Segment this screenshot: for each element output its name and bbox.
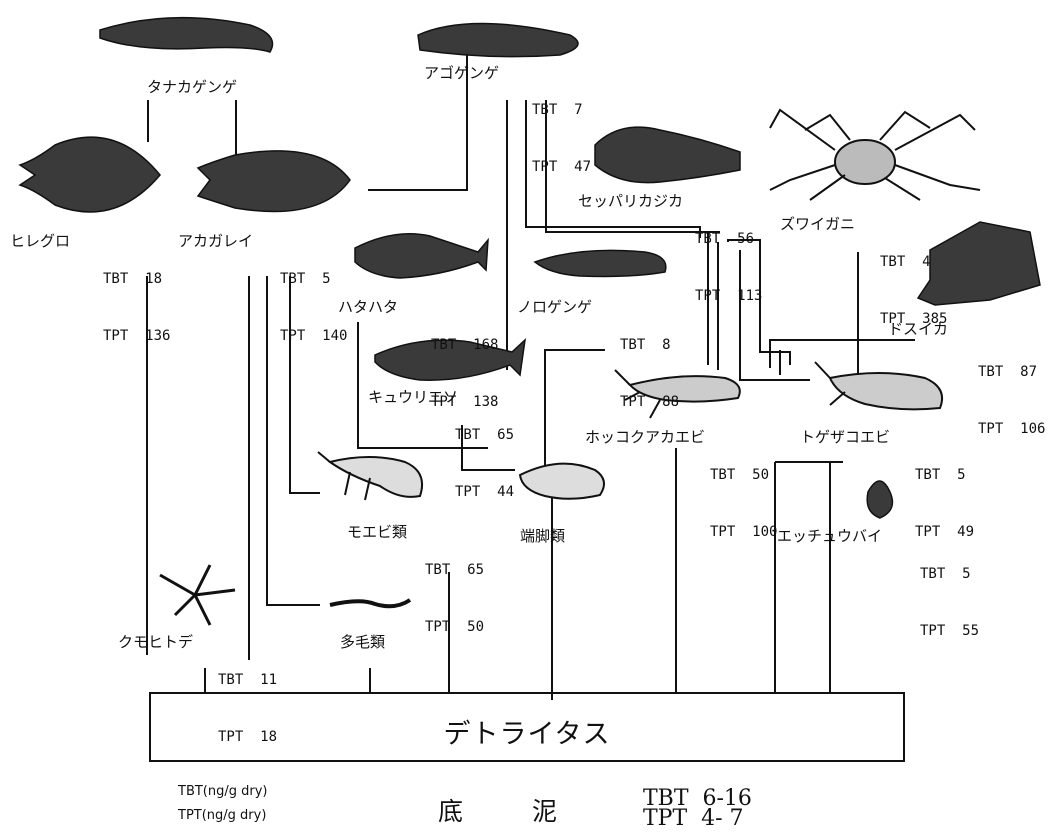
hatahata-tbt: TBT 168: [431, 336, 498, 355]
norogenge-values: TBT 8 TPT 88: [620, 298, 679, 431]
seppari-picture: [595, 127, 740, 182]
togezako-tbt: TBT 5: [915, 466, 974, 485]
dosuika-tbt: TBT 87: [978, 363, 1045, 382]
sediment-tpt: TPT 4- 7: [643, 808, 744, 830]
seppari-values: TBT 56 TPT 113: [695, 192, 762, 325]
kyuurieso-name: キュウリエソ: [368, 388, 458, 406]
kyuurieso-values: TBT 65 TPT 44: [455, 388, 514, 521]
kumohitode-tbt: TBT 11: [218, 671, 277, 690]
ecchuubai-picture: [867, 481, 892, 518]
sediment-label-2: 泥: [532, 792, 557, 828]
tamourui-name: 多毛類: [340, 633, 385, 651]
agogenge-picture: [418, 24, 578, 57]
agogenge-tbt: TBT 7: [532, 101, 591, 120]
seppari-tpt: TPT 113: [695, 287, 762, 306]
tanakagenge-name: タナカゲンゲ: [147, 78, 237, 96]
togezako-name: トゲザコエビ: [800, 428, 890, 446]
dosuika-tpt: TPT 106: [978, 420, 1045, 439]
norogenge-tbt: TBT 8: [620, 336, 679, 355]
tamourui-picture: [330, 600, 410, 606]
ecchuubai-tbt: TBT 5: [920, 565, 979, 584]
akagarei-tbt: TBT 5: [280, 270, 347, 289]
ecchuubai-values: TBT 5 TPT 55: [920, 527, 979, 660]
hiregure-name: ヒレグロ: [10, 232, 70, 250]
dosuika-name: ドスイカ: [888, 320, 948, 338]
norogenge-name: ノロゲンゲ: [517, 298, 592, 316]
kumohitode-picture: [160, 565, 235, 625]
kyakurui-picture: [520, 464, 604, 499]
norogenge-picture: [535, 250, 666, 276]
hokkoku-values: TBT 50 TPT 100: [710, 428, 777, 561]
kyakurui-name: 端脚類: [520, 527, 565, 545]
legend-tbt-unit: TBT(ng/g dry): [178, 784, 268, 799]
akagarei-picture: [198, 151, 350, 212]
akagarei-tpt: TPT 140: [280, 327, 347, 346]
hokkoku-name: ホッコクアカエビ: [585, 428, 705, 446]
hiregure-picture: [20, 137, 160, 212]
norogenge-tpt: TPT 88: [620, 393, 679, 412]
ecchuubai-tpt: TPT 55: [920, 622, 979, 641]
akagarei-name: アカガレイ: [178, 232, 253, 250]
zuwaigani-tbt: TBT 4: [880, 253, 947, 272]
zuwaigani-picture: [770, 110, 980, 200]
zuwaigani-name: ズワイガニ: [780, 215, 855, 233]
kyuurieso-tbt: TBT 65: [455, 426, 514, 445]
dosuika-values: TBT 87 TPT 106: [978, 325, 1045, 458]
kyuurieso-tpt: TPT 44: [455, 483, 514, 502]
hokkoku-tpt: TPT 100: [710, 523, 777, 542]
seppari-tbt: TBT 56: [695, 230, 762, 249]
ecchuubai-name: エッチュウバイ: [777, 527, 882, 545]
moebi-tbt: TBT 65: [425, 561, 484, 580]
togezako-picture: [815, 362, 942, 409]
hokkoku-tbt: TBT 50: [710, 466, 777, 485]
moebi-picture: [318, 452, 422, 500]
hiregure-tbt: TBT 18: [103, 270, 170, 289]
seppari-name: セッパリカジカ: [578, 192, 683, 210]
hatahata-name: ハタハタ: [338, 298, 398, 316]
moebi-name: モエビ類: [347, 523, 407, 541]
moebi-values: TBT 65 TPT 50: [425, 523, 484, 656]
agogenge-tpt: TPT 47: [532, 158, 591, 177]
detritus-label: デトライタス: [151, 712, 903, 751]
kumohitode-name: クモヒトデ: [118, 633, 193, 651]
hatahata-picture: [355, 234, 488, 278]
moebi-tpt: TPT 50: [425, 618, 484, 637]
detritus-box: デトライタス: [149, 692, 905, 762]
agogenge-name: アゴゲンゲ: [424, 64, 499, 82]
agogenge-values: TBT 7 TPT 47: [532, 63, 591, 196]
hiregure-values: TBT 18 TPT 136: [103, 232, 170, 365]
tanakagenge-picture: [100, 18, 273, 52]
legend-tpt-unit: TPT(ng/g dry): [178, 808, 266, 823]
sediment-label-1: 底: [438, 792, 463, 828]
hiregure-tpt: TPT 136: [103, 327, 170, 346]
